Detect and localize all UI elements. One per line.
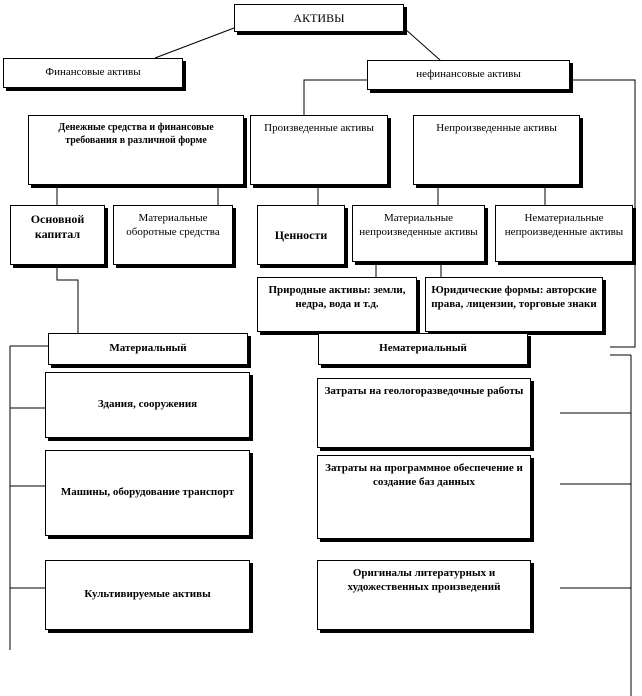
financial-assets-node: Финансовые активы [3,58,183,88]
tangible-node: Материальный [48,333,248,365]
machinery-node: Машины, оборудование транспорт [45,450,250,536]
aktivy-node: АКТИВЫ [234,4,404,32]
natural-assets-node: Природные активы: земли, недра, вода и т… [257,277,417,332]
money-claims-node: Денежные средства и финансовые требовани… [28,115,244,185]
tangible-nonproduced-node: Материальные непроизведенные активы [352,205,485,262]
nonfinancial-assets-node: нефинансовые активы [367,60,570,90]
originals-node: Оригиналы литературных и художественных … [317,560,531,630]
produced-assets-node: Произведенные активы [250,115,388,185]
material-working-capital-node: Материальные оборотные средства [113,205,233,265]
intangible-nonproduced-node: Нематериальные непроизведенные активы [495,205,633,262]
intangible-node: Нематериальный [318,333,528,365]
buildings-node: Здания, сооружения [45,372,250,438]
fixed-capital-node: Основной капитал [10,205,105,265]
valuables-node: Ценности [257,205,345,265]
legal-forms-node: Юридические формы: авторские права, лице… [425,277,603,332]
geo-costs-node: Затраты на геологоразведочные работы [317,378,531,448]
software-costs-node: Затраты на программное обеспечение и соз… [317,455,531,539]
nonproduced-assets-node: Непроизведенные активы [413,115,580,185]
cultivated-assets-node: Культивируемые активы [45,560,250,630]
